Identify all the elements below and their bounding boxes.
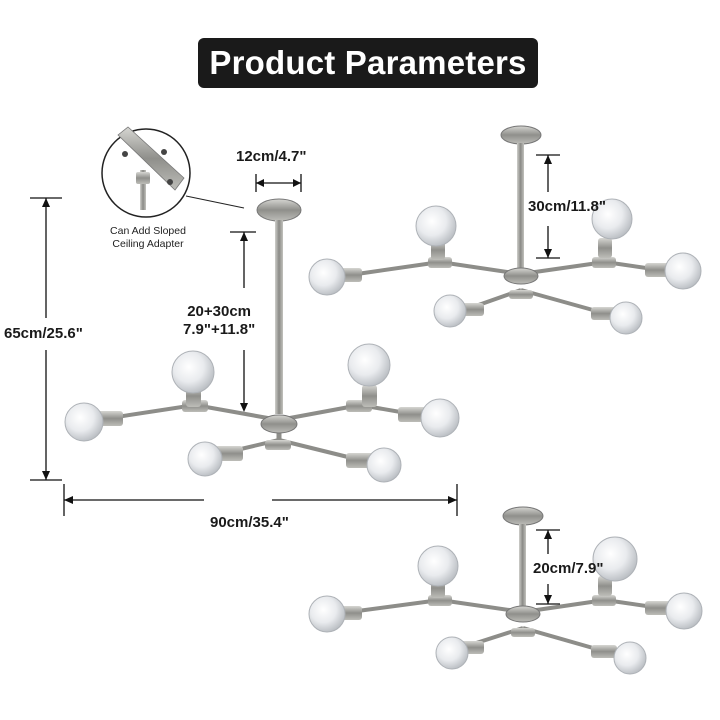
bulb	[308, 595, 346, 633]
bulb	[609, 301, 643, 335]
bulb	[592, 536, 638, 582]
rod-length-line1: 20+30cm	[187, 303, 251, 320]
bulb	[187, 441, 223, 477]
sloped-adapter-note-line2: Ceiling Adapter	[112, 238, 184, 250]
bulb	[591, 198, 633, 240]
socket	[362, 385, 377, 407]
bulb	[664, 252, 702, 290]
bulb	[665, 592, 703, 630]
inset-pointer	[185, 195, 245, 209]
down-rod	[275, 220, 283, 414]
dimension-lines	[30, 154, 560, 605]
canopy	[502, 506, 544, 526]
bulb	[417, 545, 459, 587]
bulb	[433, 294, 467, 328]
hub	[503, 267, 539, 285]
socket	[398, 407, 426, 422]
sloped-adapter-note: Can Add Sloped Ceiling Adapter	[98, 225, 198, 251]
bulb	[435, 636, 469, 670]
down-rod	[519, 524, 526, 610]
bulb	[613, 641, 647, 675]
hub	[505, 605, 541, 623]
rod-length-label: 20+30cm 7.9"+11.8"	[183, 303, 255, 339]
bulb	[308, 258, 346, 296]
arm	[522, 626, 601, 652]
joint	[265, 440, 291, 450]
option-chandelier-long-rod	[308, 125, 702, 335]
bulb	[366, 447, 402, 483]
arm	[109, 403, 196, 420]
main-chandelier	[64, 198, 460, 483]
bulb	[171, 350, 215, 394]
bulb	[347, 343, 391, 387]
option-short-rod-label: 20cm/7.9"	[533, 560, 604, 577]
option-long-rod-label: 30cm/11.8"	[528, 198, 607, 215]
total-height-label: 65cm/25.6"	[4, 325, 83, 342]
socket	[645, 601, 672, 615]
bulb	[415, 205, 457, 247]
canopy-width-label: 12cm/4.7"	[236, 148, 307, 165]
socket	[598, 576, 612, 596]
arm	[349, 260, 441, 277]
arm	[520, 288, 601, 314]
bulb	[64, 402, 104, 442]
canopy	[500, 125, 542, 145]
option-chandelier-short-rod	[308, 506, 703, 675]
sloped-adapter-note-line1: Can Add Sloped	[110, 225, 186, 237]
bulb	[420, 398, 460, 438]
socket	[591, 645, 617, 658]
hub	[260, 414, 298, 434]
product-parameters-title: Product Parameters	[198, 38, 538, 88]
sloped-adapter-inset	[101, 126, 245, 218]
total-width-label: 90cm/35.4"	[210, 514, 289, 531]
rod-length-line2: 7.9"+11.8"	[183, 321, 256, 338]
socket	[598, 238, 612, 258]
down-rod	[517, 143, 524, 270]
canopy	[256, 198, 302, 222]
arm	[194, 403, 280, 422]
arm	[349, 598, 441, 614]
